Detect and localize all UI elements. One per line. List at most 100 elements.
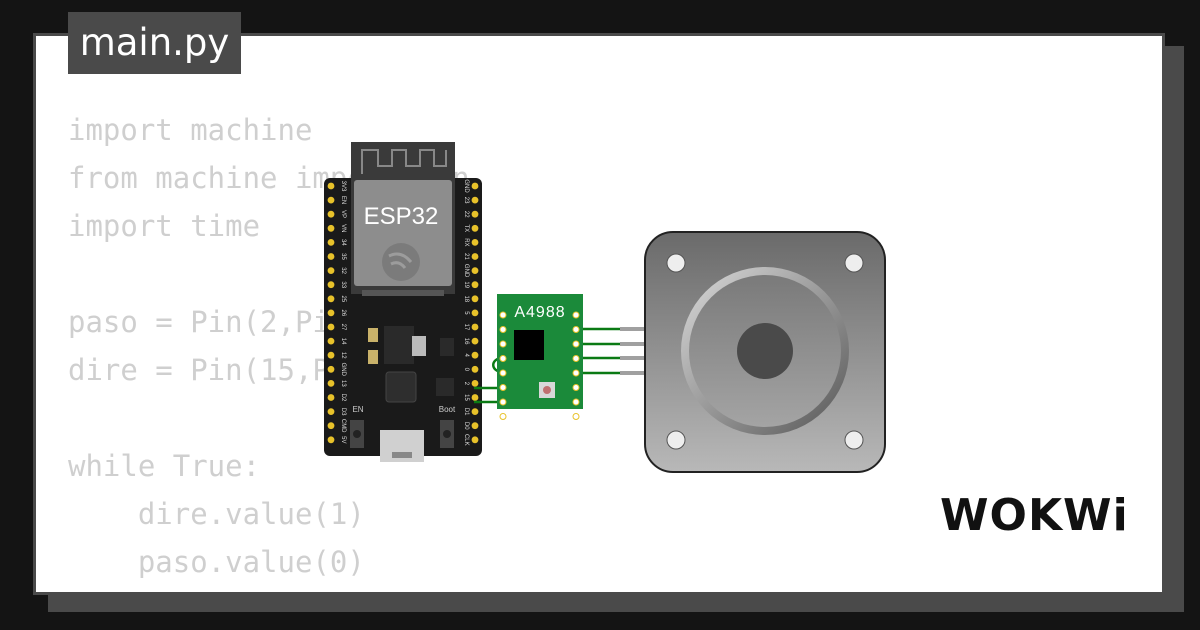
esp32-pin-label: D1 bbox=[463, 408, 469, 416]
esp32-pin-label: 0 bbox=[463, 368, 469, 372]
esp32-pin[interactable] bbox=[327, 224, 335, 232]
a4988-pin[interactable] bbox=[572, 398, 580, 406]
esp32-pin[interactable] bbox=[471, 224, 479, 232]
a4988-driver[interactable]: A4988 bbox=[497, 294, 583, 420]
espressif-logo-icon bbox=[382, 243, 420, 281]
esp32-pin[interactable] bbox=[471, 436, 479, 444]
esp32-pin-label: 32 bbox=[340, 267, 346, 274]
esp32-pin-label: RX bbox=[463, 238, 469, 246]
esp32-pin[interactable] bbox=[471, 365, 479, 373]
esp32-pin-label: 4 bbox=[463, 354, 469, 358]
esp32-pin[interactable] bbox=[327, 295, 335, 303]
wokwi-logo: WOKWi bbox=[940, 490, 1129, 541]
esp32-pin[interactable] bbox=[471, 380, 479, 387]
file-tab-main-py[interactable]: main.py bbox=[68, 12, 241, 74]
esp32-pin[interactable] bbox=[471, 239, 479, 246]
esp32-pin[interactable] bbox=[471, 337, 479, 345]
esp32-pin-label: D2 bbox=[340, 394, 346, 402]
esp32-pin[interactable] bbox=[327, 365, 335, 373]
esp32-pin-label: 13 bbox=[340, 380, 346, 387]
esp32-pin[interactable] bbox=[471, 210, 479, 218]
a4988-pin[interactable] bbox=[572, 311, 580, 319]
a4988-pin[interactable] bbox=[499, 326, 507, 333]
esp32-label: ESP32 bbox=[364, 203, 439, 230]
esp32-pin[interactable] bbox=[327, 394, 335, 401]
esp32-pin[interactable] bbox=[327, 196, 335, 204]
esp32-pin[interactable] bbox=[327, 337, 335, 345]
a4988-pin[interactable] bbox=[572, 355, 580, 362]
esp32-pin-label: D0 bbox=[463, 422, 469, 430]
boot-button-label: Boot bbox=[439, 405, 456, 414]
esp32-pin[interactable] bbox=[327, 210, 335, 218]
code-line: import time bbox=[68, 209, 261, 243]
a4988-pin[interactable] bbox=[499, 413, 507, 420]
esp32-pin[interactable] bbox=[471, 351, 479, 359]
esp32-pin[interactable] bbox=[327, 309, 335, 317]
esp32-pin[interactable] bbox=[327, 351, 335, 359]
esp32-pin[interactable] bbox=[471, 422, 479, 430]
esp32-pin[interactable] bbox=[327, 408, 335, 415]
a4988-pin[interactable] bbox=[499, 355, 507, 362]
esp32-pin[interactable] bbox=[327, 422, 335, 430]
esp32-pin-label: 19 bbox=[463, 281, 469, 288]
esp32-pin[interactable] bbox=[471, 182, 479, 190]
esp32-pin-label: 18 bbox=[463, 295, 469, 302]
esp32-pin[interactable] bbox=[471, 196, 479, 204]
a4988-pin[interactable] bbox=[499, 311, 507, 319]
a4988-pin[interactable] bbox=[499, 398, 507, 406]
a4988-pin[interactable] bbox=[572, 413, 580, 420]
esp32-pin-label: 33 bbox=[340, 281, 346, 288]
code-line: import machine bbox=[68, 113, 313, 147]
esp32-board[interactable]: ESP32 EN Boot 3V3ENVPVN34353233252627141… bbox=[324, 142, 482, 462]
esp32-pin[interactable] bbox=[327, 436, 335, 444]
a4988-pin[interactable] bbox=[499, 384, 507, 391]
esp32-pin[interactable] bbox=[327, 323, 335, 331]
esp32-pin[interactable] bbox=[327, 380, 335, 387]
esp32-pin-label: CMD bbox=[340, 419, 346, 433]
a4988-label: A4988 bbox=[514, 304, 565, 321]
a4988-pin[interactable] bbox=[499, 369, 507, 377]
esp32-pin[interactable] bbox=[327, 239, 335, 246]
esp32-pin-label: CLK bbox=[463, 434, 469, 446]
a4988-pin[interactable] bbox=[499, 340, 507, 348]
esp32-pin[interactable] bbox=[327, 281, 335, 289]
stepper-motor[interactable] bbox=[644, 231, 886, 473]
esp32-pin-label: GND bbox=[463, 179, 469, 193]
a4988-pin[interactable] bbox=[572, 369, 580, 377]
esp32-pin[interactable] bbox=[471, 394, 479, 401]
esp32-pin[interactable] bbox=[471, 267, 479, 274]
esp32-pin-label: 25 bbox=[340, 295, 346, 302]
esp32-pin-label: VP bbox=[340, 210, 346, 218]
esp32-pin-label: 14 bbox=[340, 338, 346, 345]
esp32-left-pins: 3V3ENVPVN343532332526271412GND13D2D3CMD5… bbox=[327, 181, 346, 444]
esp32-pin-label: 23 bbox=[463, 197, 469, 204]
esp32-pin-label: 27 bbox=[340, 324, 346, 331]
esp32-pin-label: 2 bbox=[463, 382, 469, 386]
esp32-pin[interactable] bbox=[327, 267, 335, 274]
a4988-pin[interactable] bbox=[572, 326, 580, 333]
esp32-pin-label: 16 bbox=[463, 338, 469, 345]
esp32-pin[interactable] bbox=[471, 281, 479, 289]
esp32-pin-label: 15 bbox=[463, 394, 469, 401]
esp32-pin-label: 35 bbox=[340, 253, 346, 260]
esp32-pin-label: GND bbox=[463, 264, 469, 278]
a4988-pin[interactable] bbox=[572, 340, 580, 348]
esp32-pin-label: 26 bbox=[340, 310, 346, 317]
esp32-pin-label: 5 bbox=[463, 311, 469, 315]
esp32-pin-label: GND bbox=[340, 363, 346, 377]
esp32-pin[interactable] bbox=[471, 253, 479, 260]
esp32-pin[interactable] bbox=[327, 253, 335, 260]
a4988-pin[interactable] bbox=[572, 384, 580, 391]
esp32-pin[interactable] bbox=[471, 408, 479, 415]
esp32-pin-label: TX bbox=[463, 224, 469, 232]
esp32-pin[interactable] bbox=[327, 182, 335, 190]
motor-shaft bbox=[737, 323, 793, 379]
esp32-pin[interactable] bbox=[471, 295, 479, 303]
en-button-label: EN bbox=[352, 405, 363, 414]
esp32-pin[interactable] bbox=[471, 323, 479, 331]
esp32-pin-label: 17 bbox=[463, 324, 469, 331]
esp32-pin-label: 22 bbox=[463, 211, 469, 218]
esp32-pin[interactable] bbox=[471, 309, 479, 317]
esp32-pin-label: 3V3 bbox=[340, 181, 346, 192]
